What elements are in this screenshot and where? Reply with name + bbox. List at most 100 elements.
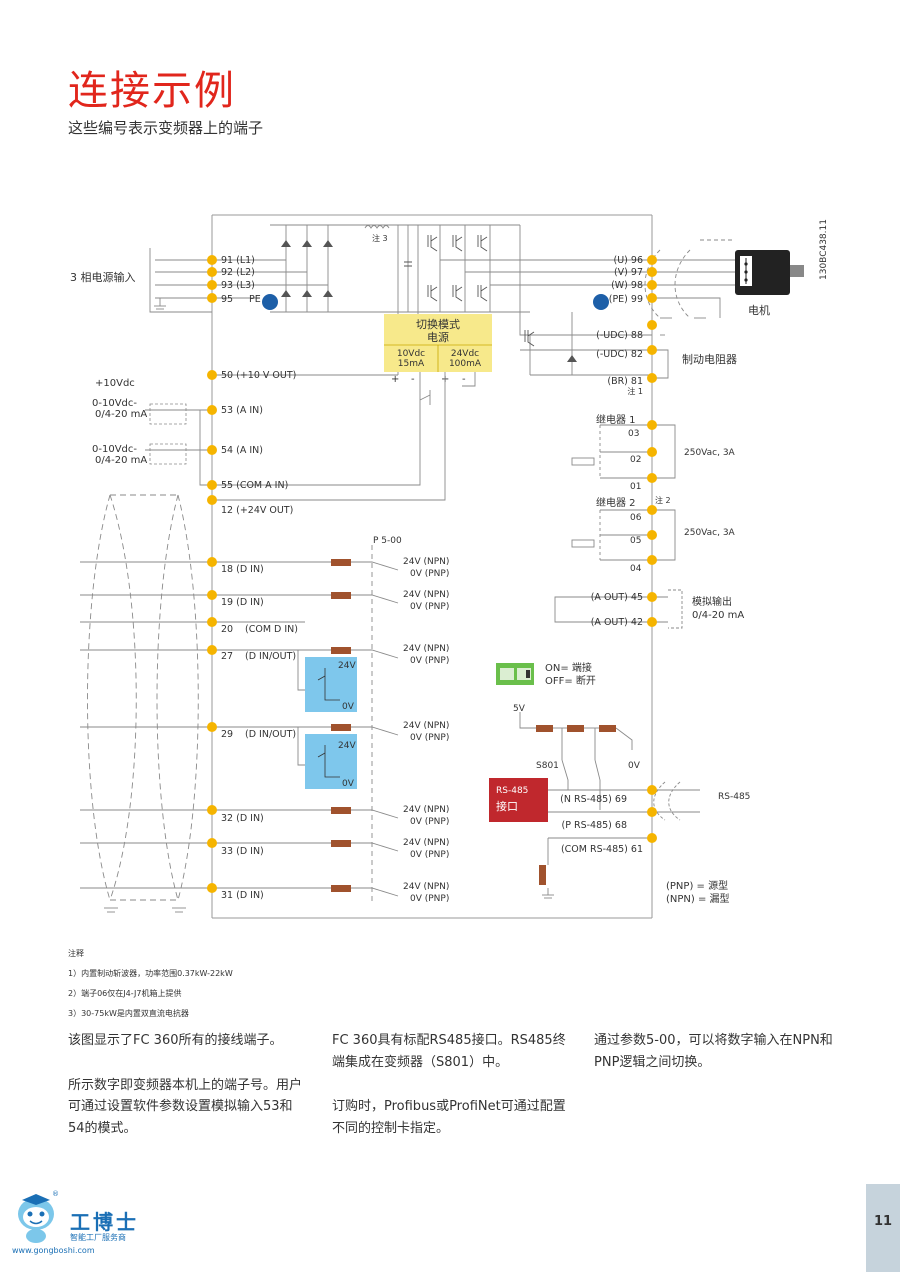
svg-text:31 (D IN): 31 (D IN): [221, 890, 264, 901]
svg-text:(D IN/OUT): (D IN/OUT): [245, 729, 296, 740]
svg-text:-: -: [462, 374, 466, 385]
svg-text:53 (A IN): 53 (A IN): [221, 405, 263, 416]
svg-text:0-10Vdc-: 0-10Vdc-: [92, 444, 137, 455]
svg-text:32 (D IN): 32 (D IN): [221, 813, 264, 824]
svg-text:S801: S801: [536, 761, 559, 771]
svg-text:(U) 96: (U) 96: [614, 255, 643, 266]
svg-text:(N RS-485) 69: (N RS-485) 69: [560, 794, 627, 805]
svg-text:04: 04: [630, 564, 642, 574]
relay-wiring: [571, 424, 676, 561]
svg-text:(D IN/OUT): (D IN/OUT): [245, 651, 296, 662]
svg-text:03: 03: [628, 429, 639, 439]
logo-url: www.gongboshi.com: [12, 1246, 95, 1255]
rs485-wiring: [519, 712, 700, 899]
brake-wiring: [652, 334, 669, 379]
svg-text:0V (PNP): 0V (PNP): [410, 894, 449, 904]
switch-mode-psu: 切换模式 电源 10Vdc 15mA 24Vdc 100mA + - + -: [384, 314, 492, 385]
p500-label: P 5-00: [373, 536, 402, 546]
rs485-interface-box: RS-485 接口: [489, 778, 548, 822]
svg-text:0V: 0V: [342, 702, 355, 712]
svg-text:RS-485: RS-485: [496, 786, 528, 796]
note3-label: 注 3: [372, 233, 388, 243]
right-terminals: [647, 255, 657, 843]
mains-input: [149, 248, 212, 313]
svg-text:24V (NPN): 24V (NPN): [403, 721, 449, 731]
svg-text:接口: 接口: [496, 800, 518, 813]
svg-text:0V (PNP): 0V (PNP): [410, 817, 449, 827]
svg-text:0/4-20 mA: 0/4-20 mA: [95, 455, 147, 466]
svg-text:(P RS-485) 68: (P RS-485) 68: [562, 820, 627, 831]
svg-text:55 (COM A IN): 55 (COM A IN): [221, 480, 288, 491]
svg-text:0V: 0V: [628, 761, 641, 771]
svg-text:(PNP) = 源型: (PNP) = 源型: [666, 879, 728, 892]
svg-text:5V: 5V: [513, 704, 526, 714]
paragraph: 通过参数5-00，可以将数字输入在NPN和PNP逻辑之间切换。: [594, 1033, 833, 1070]
motor-icon: [735, 250, 804, 295]
svg-text:0/4-20 mA: 0/4-20 mA: [95, 409, 147, 420]
svg-text:(NPN) = 漏型: (NPN) = 漏型: [666, 892, 730, 905]
registered-mark: ®: [52, 1190, 59, 1198]
mascot-icon: [18, 1194, 54, 1243]
left-terminals: [207, 255, 217, 893]
svg-text:20: 20: [221, 624, 233, 635]
svg-text:24V (NPN): 24V (NPN): [403, 644, 449, 654]
svg-text:250Vac, 3A: 250Vac, 3A: [684, 528, 736, 538]
svg-text:02: 02: [630, 455, 641, 465]
logo-name: 工博士: [70, 1210, 139, 1234]
svg-text:18 (D IN): 18 (D IN): [221, 564, 264, 575]
motor-wiring: [644, 239, 735, 319]
label-brake-resistor: 制动电阻器: [682, 353, 737, 366]
svg-text:95: 95: [221, 294, 233, 305]
svg-text:(COM D IN): (COM D IN): [245, 624, 298, 635]
dio-box-27: 24V 0V: [305, 657, 357, 712]
paragraph: FC 360具有标配RS485接口。RS485终端集成在变频器（S801）中。: [332, 1033, 566, 1070]
text-column-1: 该图显示了FC 360所有的接线端子。 所示数字即变频器本机上的端子号。用户可通…: [68, 1030, 308, 1162]
svg-text:0V: 0V: [342, 779, 355, 789]
svg-text:24V (NPN): 24V (NPN): [403, 882, 449, 892]
notes-section: 注释 1）内置制动斩波器，功率范围0.37kW-22kW 2）端子06仅在J4-…: [68, 944, 233, 1024]
paragraph: 所示数字即变频器本机上的端子号。用户可通过设置软件参数设置模拟输入53和54的模…: [68, 1077, 303, 1136]
text-column-3: 通过参数5-00，可以将数字输入在NPN和PNP逻辑之间切换。: [594, 1030, 834, 1096]
svg-text:19 (D IN): 19 (D IN): [221, 597, 264, 608]
svg-text:(-UDC) 88: (-UDC) 88: [596, 330, 643, 341]
termination-switch: ON= 端接 OFF= 断开: [496, 661, 596, 687]
svg-text:0V (PNP): 0V (PNP): [410, 850, 449, 860]
svg-text:(BR) 81: (BR) 81: [607, 376, 643, 387]
svg-text:(V) 97: (V) 97: [614, 267, 643, 278]
text-column-2: FC 360具有标配RS485接口。RS485终端集成在变频器（S801）中。 …: [332, 1030, 572, 1162]
svg-text:OFF= 断开: OFF= 断开: [545, 674, 596, 687]
svg-text:27: 27: [221, 651, 233, 662]
svg-text:0V (PNP): 0V (PNP): [410, 656, 449, 666]
svg-text:继电器 1: 继电器 1: [596, 413, 636, 426]
svg-text:(A OUT) 45: (A OUT) 45: [591, 592, 643, 603]
svg-text:29: 29: [221, 729, 233, 740]
svg-text:(W) 98: (W) 98: [611, 280, 643, 291]
svg-text:01: 01: [630, 482, 641, 492]
note-item: 3）30-75kW是内置双直流电抗器: [68, 1009, 189, 1018]
label-10vdc: +10Vdc: [95, 378, 135, 389]
relay-labels: 继电器 1 03 02 01 继电器 2 注 2 06 05 04 250Vac…: [596, 413, 736, 574]
shield-grounds: [104, 907, 186, 913]
svg-text:100mA: 100mA: [449, 359, 482, 369]
svg-text:24V (NPN): 24V (NPN): [403, 838, 449, 848]
svg-text:24Vdc: 24Vdc: [451, 349, 479, 359]
company-logo: ® 工博士 智能工厂服务商 www.gongboshi.com: [12, 1190, 212, 1260]
svg-text:注 2: 注 2: [655, 495, 671, 505]
svg-text:50 (+10 V OUT): 50 (+10 V OUT): [221, 370, 296, 381]
wiring-diagram: 130BC438.11 3 相电源输入: [70, 214, 829, 919]
svg-text:24V (NPN): 24V (NPN): [403, 805, 449, 815]
svg-text:PE: PE: [249, 294, 261, 305]
pe-ground-symbol-right: [593, 294, 609, 310]
svg-text:93 (L3): 93 (L3): [221, 280, 255, 291]
svg-text:(-UDC) 82: (-UDC) 82: [596, 349, 643, 360]
svg-text:12 (+24V OUT): 12 (+24V OUT): [221, 505, 293, 516]
svg-text:(PE) 99: (PE) 99: [609, 294, 643, 305]
page-subtitle: 这些编号表示变频器上的端子: [68, 119, 264, 137]
svg-text:06: 06: [630, 513, 642, 523]
page-title: 连接示例: [68, 68, 236, 114]
svg-text:15mA: 15mA: [398, 359, 425, 369]
svg-text:24V: 24V: [338, 661, 356, 671]
svg-text:(A OUT) 42: (A OUT) 42: [591, 617, 643, 628]
din-resistors: [331, 559, 351, 892]
svg-text:0-10Vdc-: 0-10Vdc-: [92, 398, 137, 409]
